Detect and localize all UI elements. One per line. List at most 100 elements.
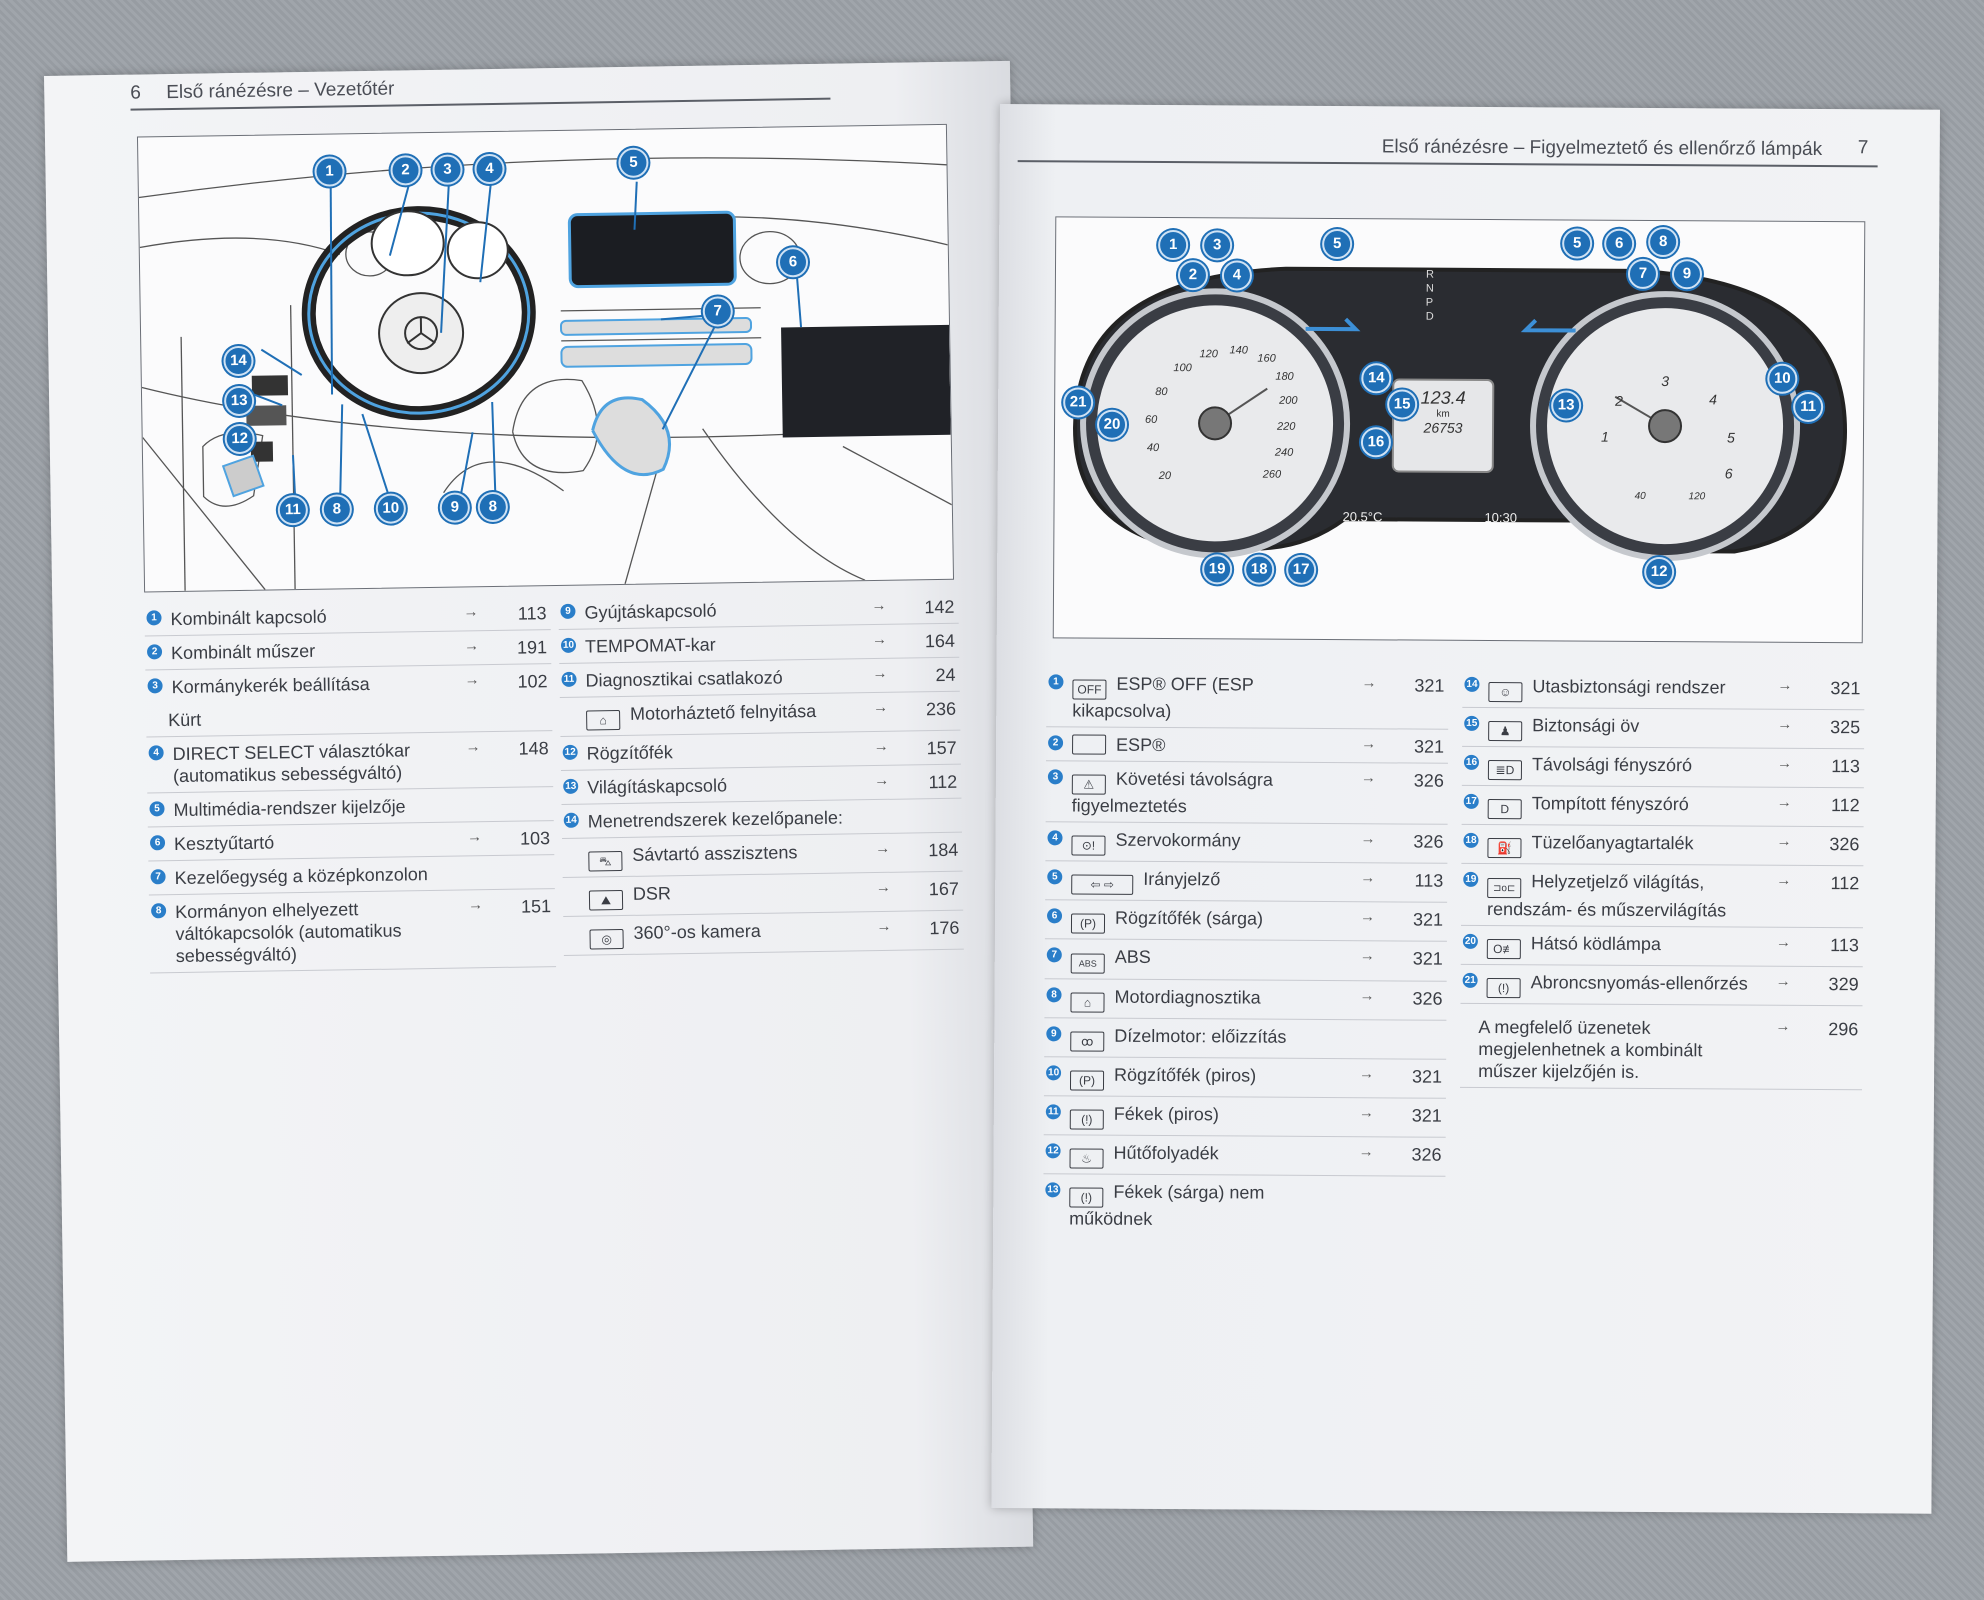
page-ref[interactable]: 326 [1413, 770, 1444, 791]
page-ref[interactable]: 329 [1828, 974, 1859, 995]
cluster-drawing [1073, 266, 1848, 562]
brake-red-icon: (!) [1069, 1109, 1104, 1130]
page-ref[interactable]: 321 [1412, 909, 1444, 930]
page-ref[interactable]: 236 [925, 698, 957, 720]
callout-18: 18 [1244, 554, 1275, 585]
page-ref[interactable]: 321 [1830, 678, 1861, 699]
item-number: 9 [1046, 1026, 1062, 1042]
item-number: 12 [562, 744, 578, 760]
item-number: 8 [151, 903, 167, 919]
item-label-wrap: ⚠Követési távolságra figyelmeztetés [1072, 767, 1352, 818]
page-ref[interactable]: 113 [517, 603, 547, 624]
manual-page-left: 6 Első ránézésre – Vezetőtér [44, 60, 1034, 1562]
item-label: Motordiagnosztika [1114, 986, 1261, 1008]
page-ref[interactable]: 103 [519, 828, 551, 849]
page-ref[interactable]: 321 [1412, 948, 1443, 969]
arrow-icon: → [1360, 769, 1376, 787]
item-label: Hátsó ködlámpa [1530, 933, 1662, 955]
page-ref[interactable]: 326 [1413, 831, 1444, 852]
arrow-icon: → [466, 828, 483, 846]
legend-row: ⛰DSR→167 [562, 871, 964, 917]
legend-row: 10(P)Rögzítőfék (piros)→321 [1043, 1057, 1447, 1099]
page-ref[interactable]: 325 [1830, 717, 1861, 738]
page-ref[interactable]: 102 [517, 671, 548, 692]
arrow-icon: → [1775, 972, 1791, 990]
item-label: 360°-os kamera [633, 920, 761, 943]
arrow-icon: → [1360, 869, 1376, 887]
page-ref[interactable]: 191 [516, 637, 548, 658]
lane-assist-icon: ⛍ [588, 851, 623, 872]
page-ref[interactable]: 321 [1413, 736, 1445, 757]
arrow-icon: → [1359, 947, 1375, 965]
legend-row: ⛍Sávtartó asszisztens→184 [562, 832, 963, 878]
item-label: Távolsági fényszóró [1531, 754, 1693, 776]
item-number: 4 [1047, 830, 1063, 846]
legend-row: 14☺Utasbiztonsági rendszer→321 [1462, 668, 1865, 711]
page-ref[interactable]: 113 [1831, 756, 1861, 777]
item-number: 16 [1463, 754, 1480, 770]
legend-row: 11(!)Fékek (piros)→321 [1043, 1096, 1446, 1138]
page-ref[interactable]: 167 [928, 878, 960, 900]
clock: 10:30 [1484, 509, 1518, 526]
page-ref[interactable]: 326 [1411, 1144, 1442, 1165]
page-ref[interactable]: 113 [1830, 935, 1859, 956]
callout-1: 1 [1158, 229, 1189, 261]
callout-12: 12 [1644, 556, 1675, 588]
page-ref[interactable]: 112 [1830, 873, 1860, 894]
item-label-wrap: (!)Fékek (piros) [1069, 1102, 1350, 1131]
item-number: 2 [146, 644, 163, 660]
page-ref[interactable]: 142 [924, 596, 955, 618]
seatbelt-icon: ♟ [1488, 720, 1523, 742]
item-label: Tüzelőanyagtartalék [1531, 832, 1694, 854]
item-label: Kombinált kapcsoló [170, 606, 327, 630]
page-ref[interactable]: 321 [1411, 1066, 1443, 1087]
gear-n: N [1425, 282, 1434, 295]
page-ref[interactable]: 164 [924, 630, 956, 652]
speed-tick: 200 [1279, 394, 1298, 407]
airbag-icon: ☺ [1488, 681, 1523, 703]
item-number: 11 [561, 671, 577, 687]
speed-tick: 220 [1276, 420, 1296, 433]
page-ref[interactable]: 184 [928, 839, 959, 861]
legend-row: A megfelelő üzenetek megjelenhetnek a ko… [1459, 1003, 1863, 1091]
speed-tick: 240 [1274, 446, 1294, 459]
page-ref[interactable]: 296 [1828, 1019, 1859, 1040]
item-label: ABS [1114, 946, 1151, 967]
page-ref[interactable]: 113 [1414, 870, 1444, 891]
speed-tick: 80 [1155, 385, 1168, 399]
legend-row: 8⌂Motordiagnosztika→326 [1044, 979, 1447, 1021]
callout-15: 15 [1387, 389, 1418, 420]
page-ref[interactable]: 148 [518, 738, 549, 759]
page-ref[interactable]: 326 [1412, 988, 1443, 1009]
page-ref[interactable]: 151 [520, 896, 552, 917]
item-number: 21 [1462, 972, 1478, 988]
callout-6: 6 [1604, 228, 1635, 259]
item-label: Kormányon elhelyezett váltókapcsolók (au… [174, 899, 402, 967]
rpm-tick: 5 [1726, 429, 1735, 446]
item-label: Diagnosztikai csatlakozó [585, 667, 783, 691]
page-ref[interactable]: 112 [928, 771, 958, 793]
callout-14: 14 [1361, 363, 1392, 394]
page-ref[interactable]: 326 [1829, 834, 1860, 855]
item-label-wrap: ⇦ ⇨Irányjelző [1071, 867, 1351, 896]
item-number: 13 [1045, 1182, 1061, 1198]
page-ref[interactable]: 321 [1414, 675, 1445, 696]
rpm-scale: 1 2 3 4 5 6 [1575, 333, 1756, 514]
page-ref[interactable]: 24 [935, 664, 956, 686]
page-ref[interactable]: 321 [1411, 1105, 1442, 1126]
speed-tick: 180 [1275, 370, 1294, 383]
legend-row: ⌂Motorháztető felnyitása→236 [559, 691, 961, 737]
item-label-wrap: ⛍Sávtartó asszisztens [588, 840, 866, 872]
page-ref[interactable]: 176 [929, 917, 960, 939]
cockpit-drawing [138, 157, 953, 591]
item-label-wrap: ☺Utasbiztonsági rendszer [1488, 675, 1768, 704]
page-ref[interactable]: 157 [926, 737, 957, 759]
page-ref[interactable]: 112 [1830, 795, 1860, 816]
item-label-wrap: (P)Rögzítőfék (piros) [1069, 1063, 1350, 1092]
